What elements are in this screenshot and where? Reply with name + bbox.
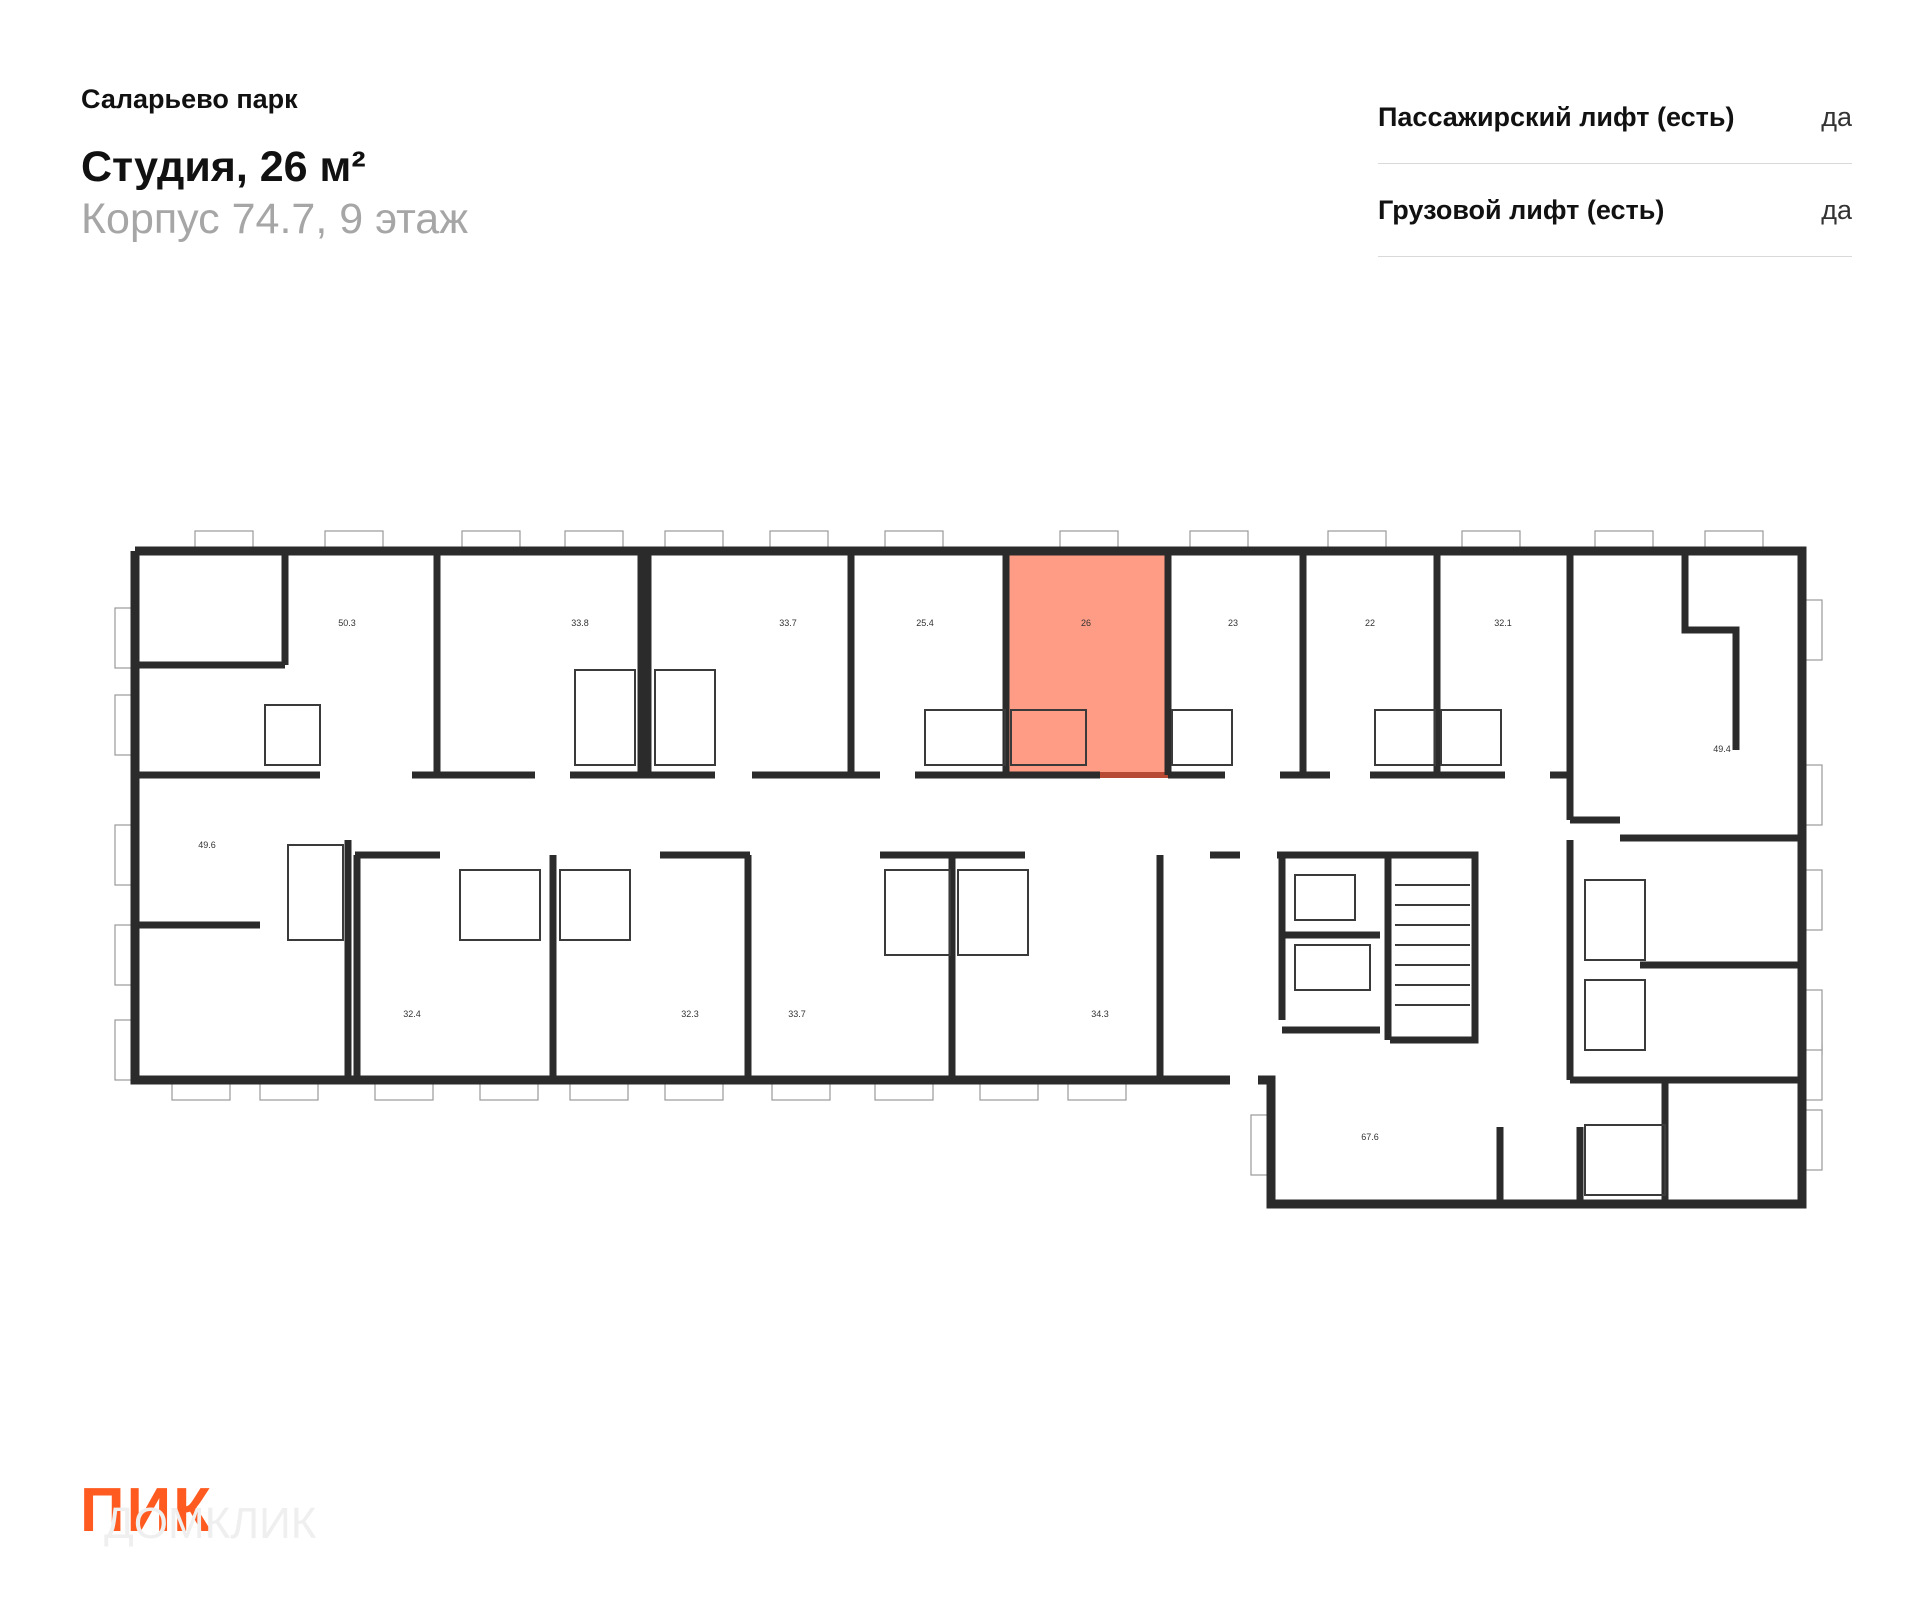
area-label: 49.6 [198,840,216,850]
domclick-watermark: ДОМКЛИК [104,1499,317,1548]
area-label: 49.4 [1713,744,1731,754]
feature-value: да [1821,101,1852,132]
area-label: 34.3 [1091,1009,1109,1019]
area-label: 32.4 [403,1009,421,1019]
project-name: Саларьево парк [81,84,298,114]
pik-brand: ПИК [80,1476,213,1545]
area-label: 25.4 [916,618,934,628]
fixtures [264,669,1666,1196]
outer-walls [130,546,1807,1209]
feature-row-passenger-lift: Пассажирский лифт (есть) да [1378,71,1852,164]
area-label: 33.7 [788,1009,806,1019]
building-floor: Корпус 74.7, 9 этаж [81,195,468,243]
area-label: 67.6 [1361,1132,1379,1142]
feature-label: Пассажирский лифт (есть) [1378,101,1735,132]
area-label: 26 [1081,618,1091,628]
area-label: 50.3 [338,618,356,628]
pik-logo: ДОМКЛИК ПИК [80,1475,316,1548]
area-labels: 50.3 33.8 33.7 25.4 26 23 22 32.1 49.4 4… [198,618,1731,1142]
area-label: 23 [1228,618,1238,628]
area-label: 32.3 [681,1009,699,1019]
area-label: 33.8 [571,618,589,628]
area-label: 32.1 [1494,618,1512,628]
feature-value: да [1821,194,1852,225]
interior-walls [135,551,1802,1204]
feature-row-freight-lift: Грузовой лифт (есть) да [1378,164,1852,257]
feature-label: Грузовой лифт (есть) [1378,194,1665,225]
apartment-title: Студия, 26 м² [81,143,366,191]
feature-list: Пассажирский лифт (есть) да Грузовой лиф… [1378,71,1852,257]
area-label: 22 [1365,618,1375,628]
area-label: 33.7 [779,618,797,628]
windows [114,530,1823,1176]
